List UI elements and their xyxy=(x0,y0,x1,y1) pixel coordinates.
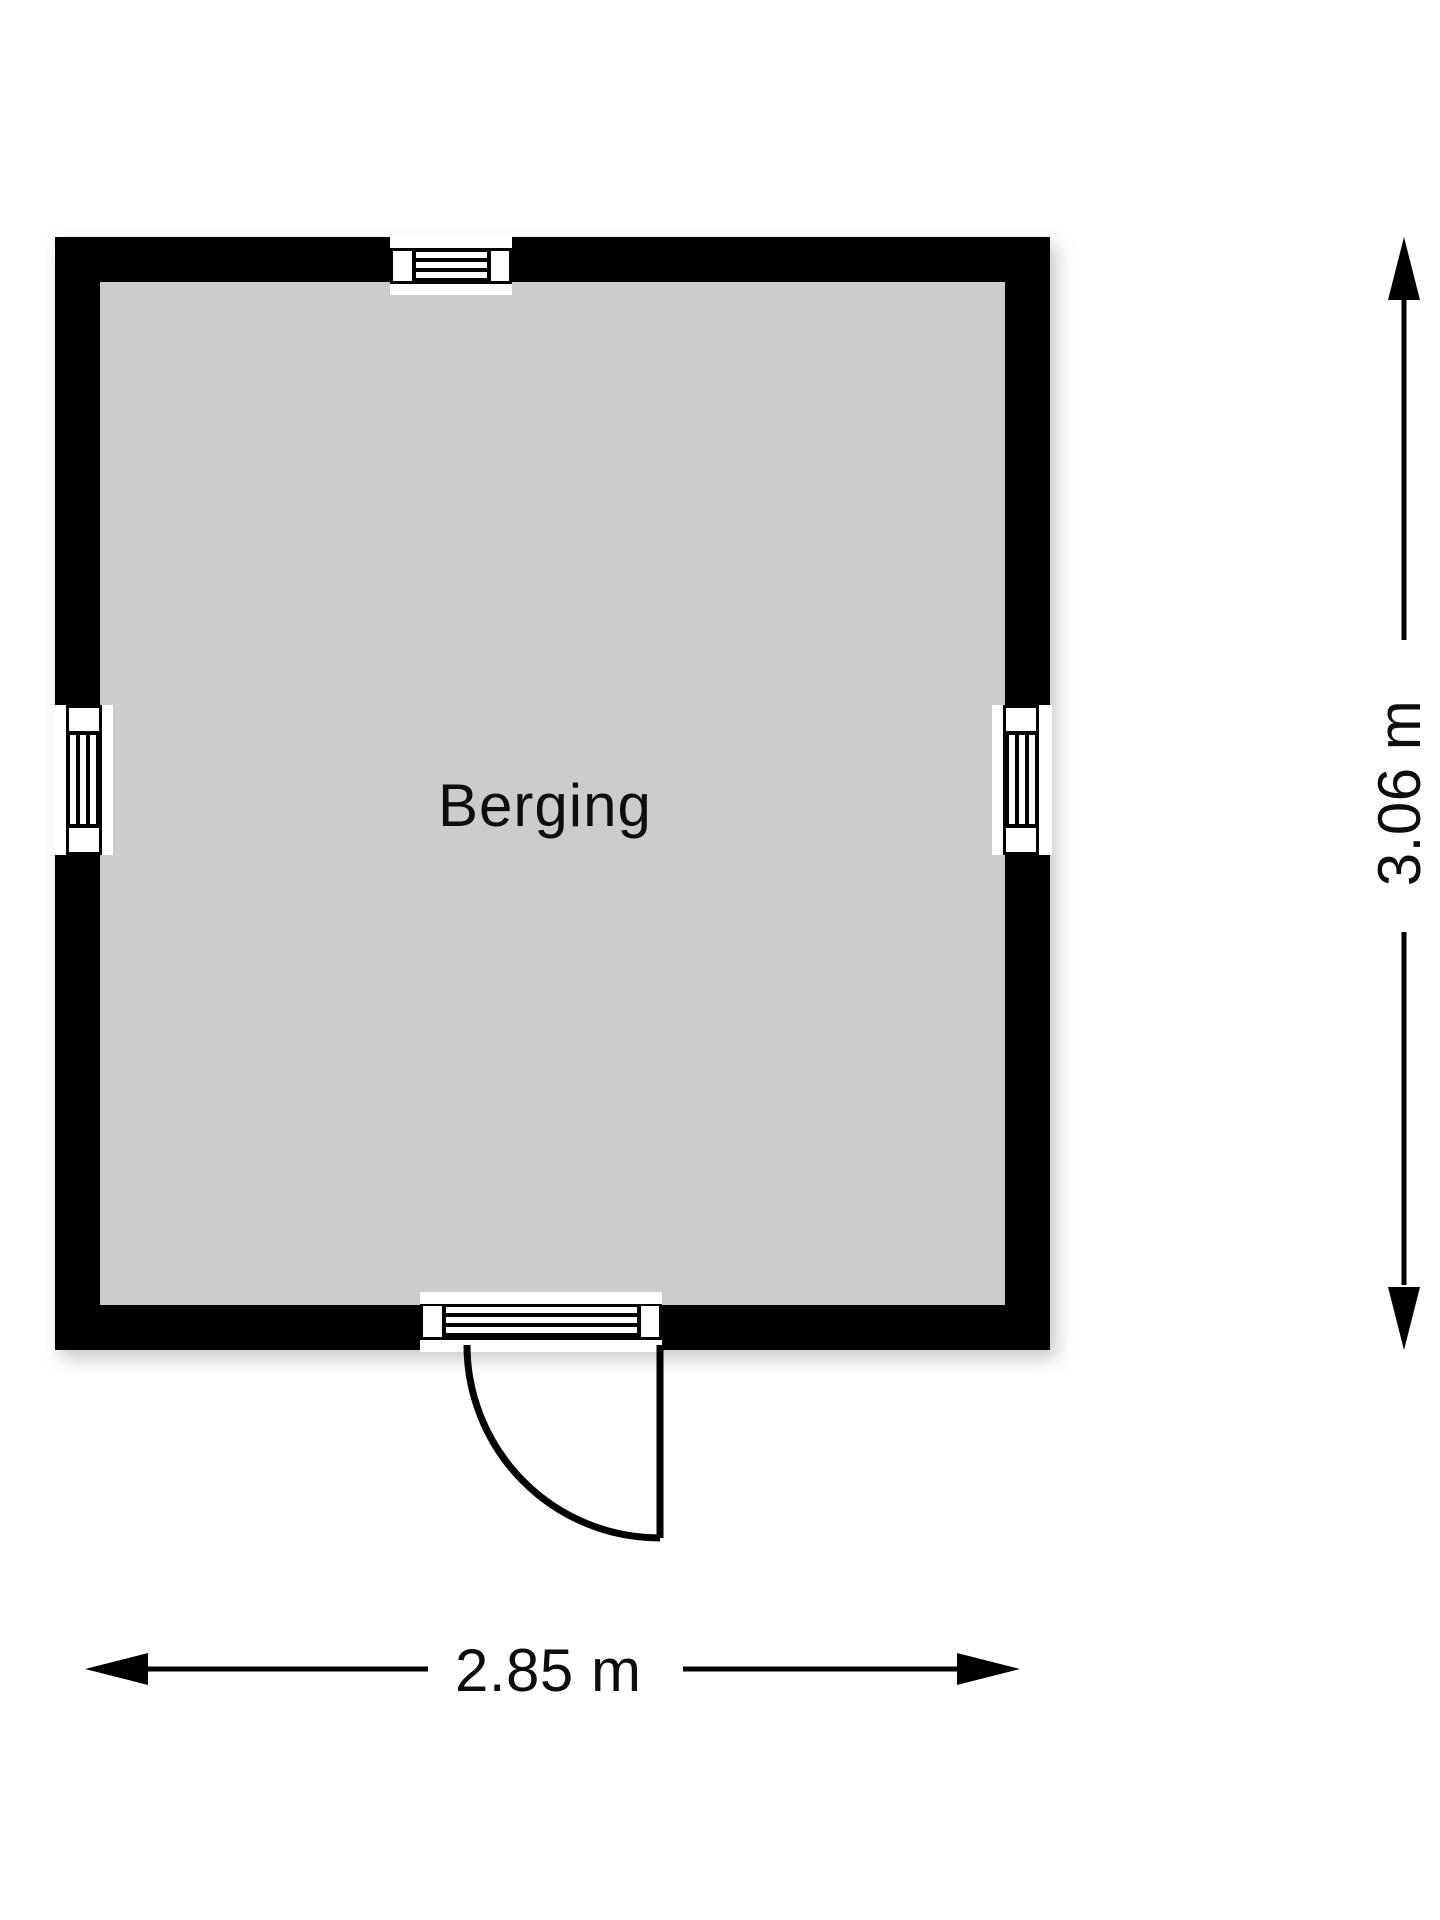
dimension-height: 3.06 m xyxy=(1366,237,1440,1350)
dimension-height-label: 3.06 m xyxy=(1366,700,1433,886)
window-left-sill-outer xyxy=(55,705,66,855)
window-right-pane-2 xyxy=(1019,735,1025,824)
dimension-width-label-backdrop xyxy=(428,1624,683,1716)
window-top-jamb-right xyxy=(491,251,509,281)
door-bottom-jamb-right xyxy=(641,1306,659,1337)
window-left[interactable] xyxy=(53,705,113,855)
window-top-jamb-left xyxy=(393,251,412,281)
window-right-jamb-top xyxy=(1006,708,1036,731)
window-left-jamb-bottom xyxy=(69,828,99,852)
window-left-pane-1 xyxy=(70,735,76,824)
door-swing-arc xyxy=(463,1344,661,1542)
window-top-pane-2 xyxy=(416,262,487,268)
door-bottom-jamb-left xyxy=(423,1306,442,1337)
room-label-berging: Berging xyxy=(438,772,652,839)
door-bottom-leaf-line-1 xyxy=(446,1307,637,1313)
window-top-sill-inner xyxy=(390,284,512,295)
dimension-width: 2.85 m xyxy=(85,1624,1020,1716)
dimension-width-arrow-right xyxy=(957,1653,1020,1685)
window-top-pane-1 xyxy=(416,252,487,258)
building-shell xyxy=(55,237,1050,1350)
dimension-height-arrow-top xyxy=(1388,237,1420,300)
door-bottom-leaf-line-2 xyxy=(446,1317,637,1323)
window-top-pane-3 xyxy=(416,272,487,278)
window-top-sill-outer xyxy=(390,237,512,248)
door-bottom-threshold-inner xyxy=(420,1292,662,1304)
door-bottom-threshold-outer xyxy=(420,1340,662,1352)
window-left-pane-3 xyxy=(90,735,96,824)
window-right-jamb-bottom xyxy=(1006,828,1036,852)
door-bottom[interactable] xyxy=(420,1292,664,1542)
window-left-jamb-top xyxy=(69,708,99,731)
window-right-sill-inner xyxy=(992,705,1003,855)
window-right-pane-1 xyxy=(1009,735,1015,824)
window-left-sill-inner xyxy=(102,705,113,855)
window-right-pane-3 xyxy=(1029,735,1035,824)
door-bottom-leaf-line-3 xyxy=(446,1327,637,1333)
window-right[interactable] xyxy=(992,705,1052,855)
dimension-width-arrow-left xyxy=(85,1653,148,1685)
window-top[interactable] xyxy=(390,235,512,295)
window-right-sill-outer xyxy=(1039,705,1050,855)
dimension-height-arrow-bottom xyxy=(1388,1287,1420,1350)
dimension-height-label-backdrop xyxy=(1368,640,1440,932)
window-left-pane-2 xyxy=(80,735,86,824)
dimension-width-label: 2.85 m xyxy=(455,1637,641,1704)
interior-floor xyxy=(100,282,1005,1305)
